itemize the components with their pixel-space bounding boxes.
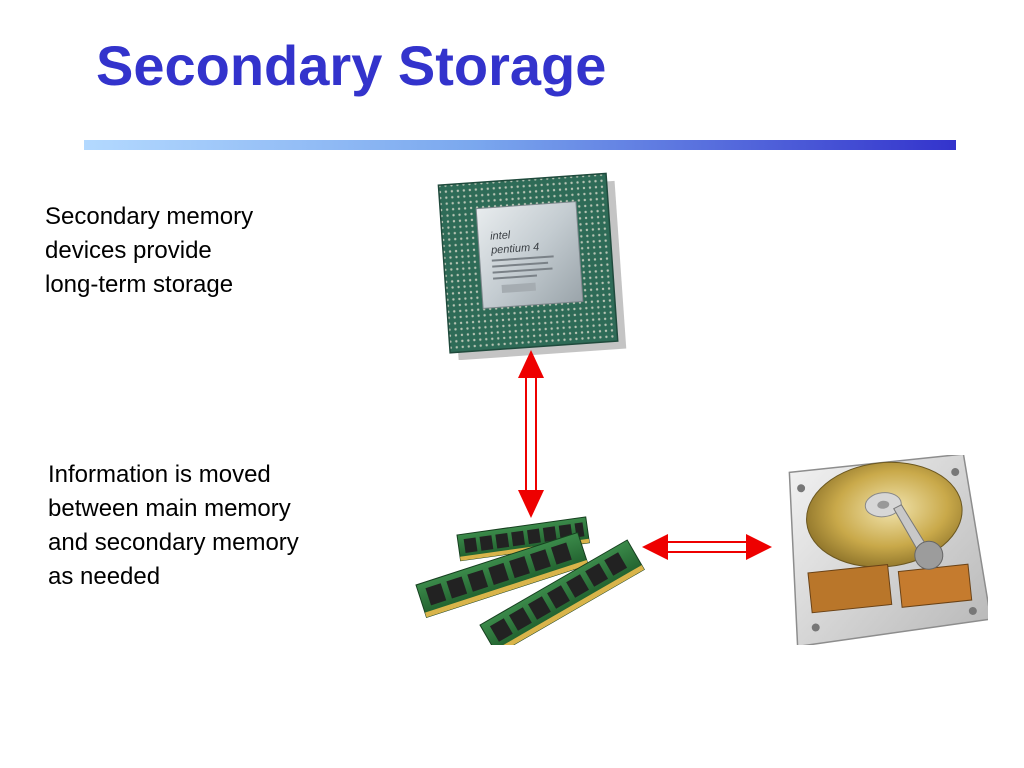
hard-disk-drive-image [788,455,988,645]
cpu-brand-text: intel [490,229,512,242]
slide-title: Secondary Storage [96,34,607,97]
paragraph-line: long-term storage [45,271,234,298]
vertical-bidirectional-arrow [518,350,544,518]
information-moved-paragraph: Information is moved between main memory… [48,458,368,594]
paragraph-line: between main memory [48,495,291,522]
cpu-model-text: pentium 4 [490,241,540,256]
secondary-memory-paragraph: Secondary memory devices provide long-te… [45,200,345,302]
paragraph-line: Secondary memory [45,203,254,230]
paragraph-line: devices provide [45,237,212,264]
paragraph-line: and secondary memory [48,529,299,556]
cpu-chip-image: intel pentium 4 [437,172,627,360]
title-underline-rule [84,140,956,150]
paragraph-line: as needed [48,563,161,590]
memory-modules-image [415,516,645,645]
paragraph-line: Information is moved [48,461,271,488]
horizontal-bidirectional-arrow [642,534,772,560]
